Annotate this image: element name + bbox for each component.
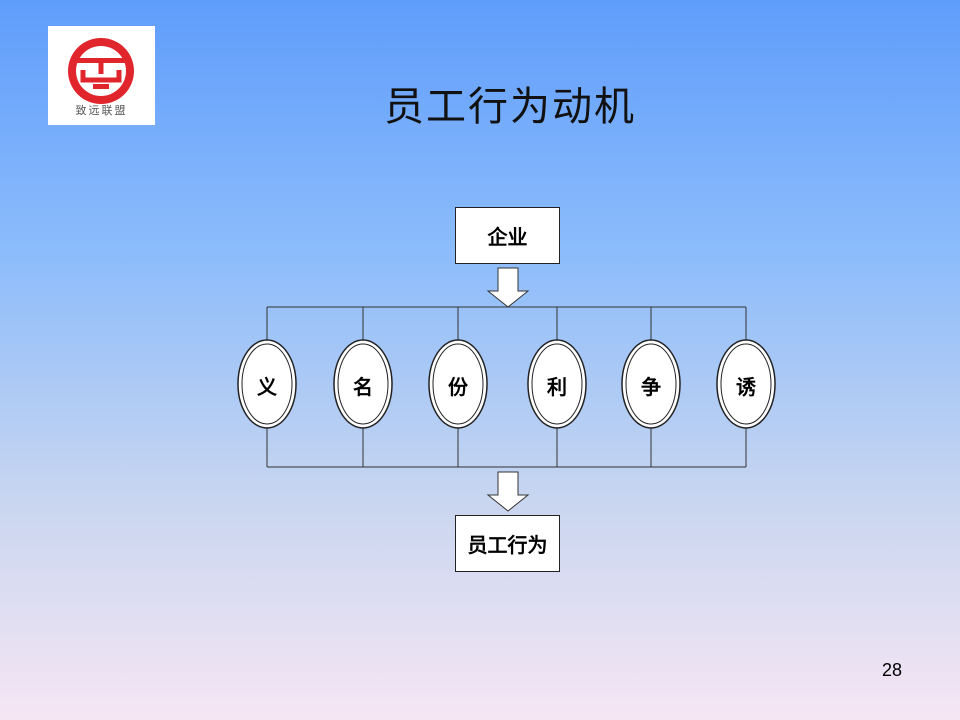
motive-label: 义: [257, 375, 277, 399]
motive-oval: [621, 339, 681, 429]
motive-label: 诱: [736, 375, 756, 399]
motive-oval: [716, 339, 776, 429]
motive-label: 份: [448, 375, 468, 399]
motive-label: 争: [641, 375, 661, 399]
motive-oval: [333, 339, 393, 429]
logo: 致远联盟: [48, 26, 155, 125]
slide-title: 员工行为动机: [384, 84, 636, 130]
motive-label: 名: [353, 375, 373, 399]
result-box: 员工行为: [455, 515, 560, 572]
motive-label: 利: [547, 375, 567, 399]
logo-text: 致远联盟: [75, 104, 128, 117]
logo-emblem-icon: [68, 38, 134, 104]
motive-oval: [428, 339, 488, 429]
motive-oval: [237, 339, 297, 429]
source-box: 企业: [455, 207, 560, 264]
down-arrow-icon: [486, 471, 530, 512]
down-arrow-icon: [486, 267, 530, 308]
page-number: 28: [881, 660, 903, 680]
motive-oval: [527, 339, 587, 429]
